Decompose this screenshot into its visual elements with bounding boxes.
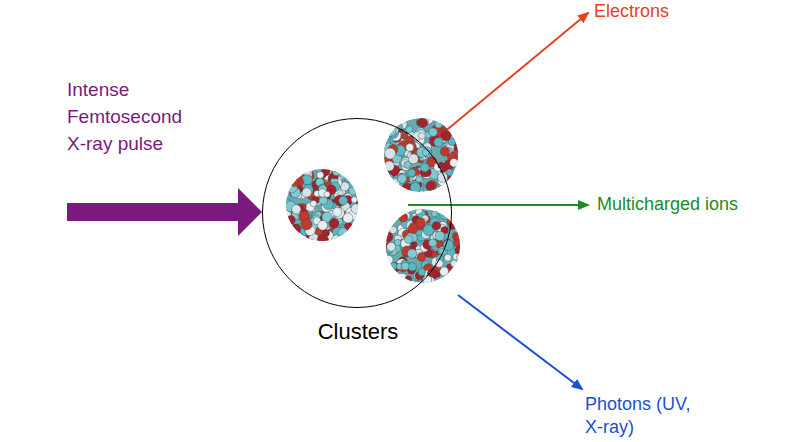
electron-label: Electrons [594,0,784,22]
ion-arrow [408,204,588,206]
ion-label: Multicharged ions [597,193,792,215]
cluster-molecules [282,115,467,288]
photon-label-box: Photons (UV, X-ray) [585,393,695,439]
photon-arrow [458,295,582,389]
photon-label: Photons (UV, X-ray) [585,393,695,439]
pulse-label: Intense Femtosecond X-ray pulse [67,76,202,157]
cluster-circle: Clusters [262,118,452,308]
pulse-arrow [67,188,262,236]
node-label: Clusters [318,319,399,345]
electron-label-box: Electrons [594,0,784,22]
pulse-label-box: Intense Femtosecond X-ray pulse [67,76,202,157]
electron-arrow [437,13,588,138]
ion-label-box: Multicharged ions [597,193,792,215]
